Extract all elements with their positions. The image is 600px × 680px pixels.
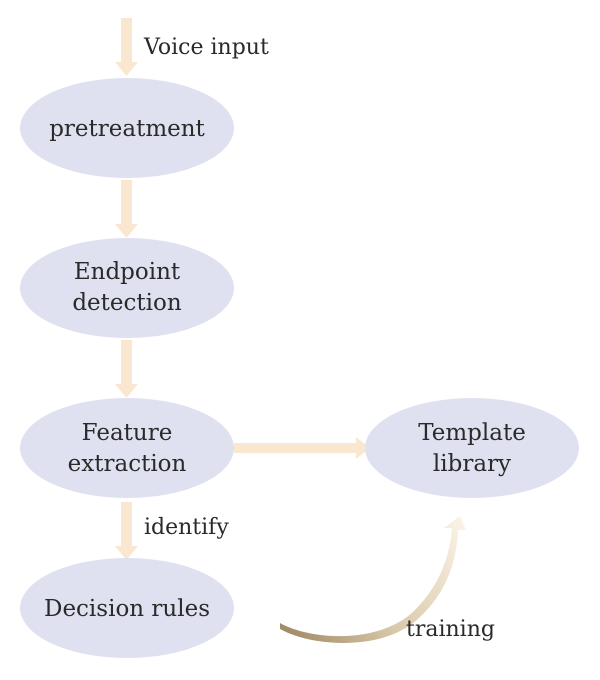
node-template-label-line1: Template <box>418 420 526 446</box>
node-pretreatment-label: pretreatment <box>49 116 205 142</box>
node-endpoint-label-line2: detection <box>72 290 182 316</box>
node-endpoint-label-line1: Endpoint <box>74 259 181 285</box>
node-feature-label-line1: Feature <box>82 420 173 446</box>
arrow-pretreatment-to-endpoint <box>115 180 138 238</box>
node-decision-rules: Decision rules <box>20 558 234 658</box>
arrow-feature-to-template <box>234 437 370 459</box>
arrow-endpoint-to-feature <box>115 340 138 398</box>
arrow-feature-to-decision <box>115 502 138 560</box>
node-template-library: Template library <box>365 398 579 498</box>
node-pretreatment: pretreatment <box>20 78 234 178</box>
node-feature-extraction: Feature extraction <box>20 398 234 498</box>
arrow-voice-input <box>115 18 138 76</box>
edge-label-voice-input: Voice input <box>143 35 269 60</box>
node-feature-label-line2: extraction <box>68 451 187 477</box>
node-decision-label: Decision rules <box>44 596 210 622</box>
training-arrow <box>280 516 466 643</box>
edge-label-training: training <box>406 617 495 642</box>
node-template-label-line2: library <box>433 451 511 477</box>
edge-label-identify: identify <box>144 515 229 540</box>
node-endpoint-detection: Endpoint detection <box>20 238 234 338</box>
